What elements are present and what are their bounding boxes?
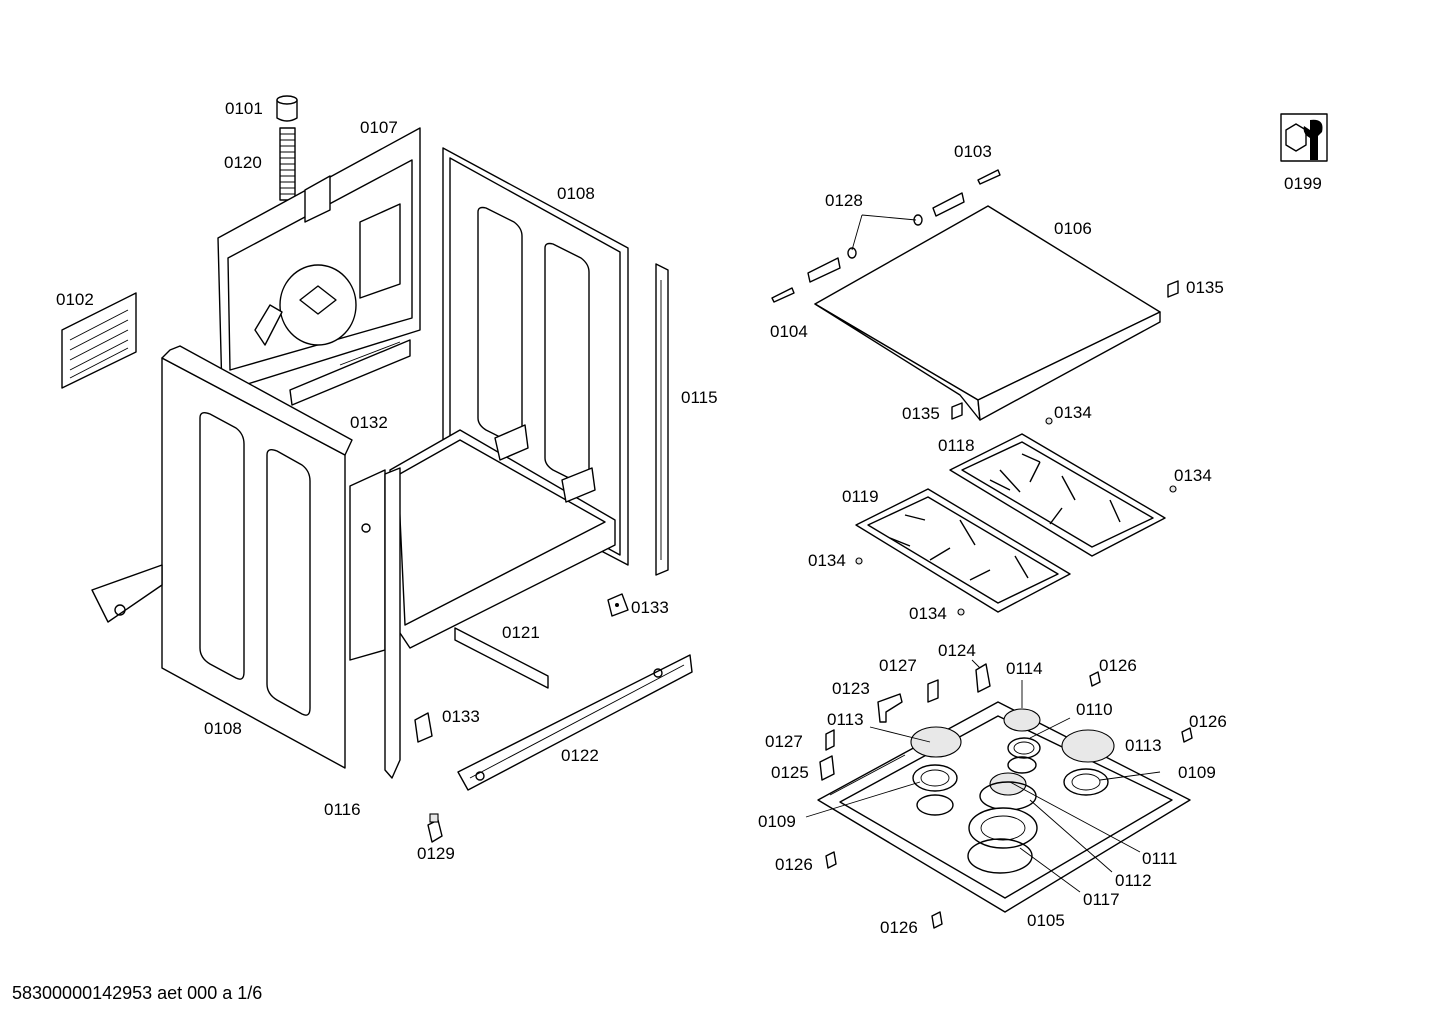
label-0134-b: 0134 xyxy=(1174,466,1212,485)
label-0125: 0125 xyxy=(771,763,809,782)
label-0126-d: 0126 xyxy=(880,918,918,937)
label-0115: 0115 xyxy=(681,388,718,407)
label-0134-c: 0134 xyxy=(808,551,846,570)
label-0135-b: 0135 xyxy=(902,404,940,423)
part-0101-cap xyxy=(276,95,298,122)
label-0101: 0101 xyxy=(225,99,263,118)
leader-lines xyxy=(805,214,1161,893)
label-0120: 0120 xyxy=(224,153,262,172)
part-0109-burner-right xyxy=(1063,768,1109,796)
part-0133-clip-a xyxy=(607,593,629,617)
part-0107-back-panel xyxy=(217,127,421,406)
part-0135-cap-b xyxy=(951,402,963,420)
label-0104: 0104 xyxy=(770,322,808,341)
label-0129: 0129 xyxy=(417,844,455,863)
label-0134-d: 0134 xyxy=(909,604,947,623)
part-0126-clip-c xyxy=(825,851,837,869)
part-0117-burner-large xyxy=(967,807,1038,874)
part-0123-valve xyxy=(877,693,903,723)
label-0114: 0114 xyxy=(1006,659,1043,678)
part-0114-burner-cap xyxy=(1003,708,1041,732)
part-0125-clip xyxy=(819,755,835,781)
part-0127-clip-b xyxy=(825,729,835,751)
label-0111: 0111 xyxy=(1142,849,1178,868)
wrench-nut-icon xyxy=(1280,113,1328,162)
label-0121: 0121 xyxy=(502,623,540,642)
label-0102: 0102 xyxy=(56,290,94,309)
label-0110: 0110 xyxy=(1076,700,1113,719)
label-0116: 0116 xyxy=(324,800,361,819)
part-0113-burner-cap-b xyxy=(1061,729,1115,763)
label-0128: 0128 xyxy=(825,191,863,210)
part-0124-clip xyxy=(975,663,991,693)
part-0134-foot-a xyxy=(1045,417,1053,425)
label-0109-a: 0109 xyxy=(758,812,796,831)
label-0126-c: 0126 xyxy=(775,855,813,874)
part-0134-foot-d xyxy=(957,608,965,616)
part-0120-hose xyxy=(279,127,296,201)
part-0133-clip-b xyxy=(414,712,433,743)
label-0133-b: 0133 xyxy=(442,707,480,726)
part-0109-burner-left xyxy=(912,764,958,816)
label-0105: 0105 xyxy=(1027,911,1065,930)
label-0106: 0106 xyxy=(1054,219,1092,238)
part-0126-clip-d xyxy=(931,911,943,929)
part-0122-front-rail xyxy=(457,654,693,791)
label-0107: 0107 xyxy=(360,118,398,137)
part-0111-cap-large xyxy=(979,772,1037,811)
part-0132-inner-frame xyxy=(349,469,386,661)
part-hinges xyxy=(771,169,1001,303)
label-0124: 0124 xyxy=(938,641,976,660)
label-0199: 0199 xyxy=(1284,174,1322,193)
part-0126-clip-b xyxy=(1181,727,1193,743)
label-0132: 0132 xyxy=(350,413,388,432)
label-0126-a: 0126 xyxy=(1099,656,1137,675)
part-0126-clip-a xyxy=(1089,671,1101,687)
label-0127-a: 0127 xyxy=(879,656,917,675)
label-0123: 0123 xyxy=(832,679,870,698)
part-0106-cover-lid xyxy=(814,205,1161,421)
label-0117: 0117 xyxy=(1083,890,1120,909)
part-0108-side-panel-left xyxy=(161,345,353,769)
label-0109-b: 0109 xyxy=(1178,763,1216,782)
part-0118-pan-support-right xyxy=(949,433,1166,557)
part-0115-side-rail xyxy=(655,263,669,576)
part-0127-clip-a xyxy=(927,679,939,703)
part-0116-front-strip xyxy=(384,467,401,779)
part-0134-foot-b xyxy=(1169,485,1177,493)
label-0135-a: 0135 xyxy=(1186,278,1224,297)
label-0119: 0119 xyxy=(842,487,879,506)
label-0133-a: 0133 xyxy=(631,598,669,617)
part-0129-nut xyxy=(427,813,443,843)
label-0108-top: 0108 xyxy=(557,184,595,203)
label-0126-b: 0126 xyxy=(1189,712,1227,731)
label-0113-b: 0113 xyxy=(1125,736,1162,755)
part-0113-burner-cap-a xyxy=(910,726,962,758)
label-0134-a: 0134 xyxy=(1054,403,1092,422)
label-0112: 0112 xyxy=(1115,871,1152,890)
part-0119-pan-support-left xyxy=(855,488,1071,613)
document-id-footer: 58300000142953 aet 000 a 1/6 xyxy=(12,983,263,1003)
part-0121-base-pan xyxy=(389,424,616,689)
label-0113-a: 0113 xyxy=(827,710,864,729)
part-0134-foot-c xyxy=(855,557,863,565)
part-0135-cap-a xyxy=(1167,280,1179,298)
part-lower-bracket-left xyxy=(91,564,163,623)
label-0127-b: 0127 xyxy=(765,732,803,751)
part-0102-vent-grille xyxy=(61,292,137,389)
label-0118: 0118 xyxy=(938,436,975,455)
label-0108-bottom: 0108 xyxy=(204,719,242,738)
part-0110-burner xyxy=(1007,737,1041,774)
label-0103: 0103 xyxy=(954,142,992,161)
label-0122: 0122 xyxy=(561,746,599,765)
